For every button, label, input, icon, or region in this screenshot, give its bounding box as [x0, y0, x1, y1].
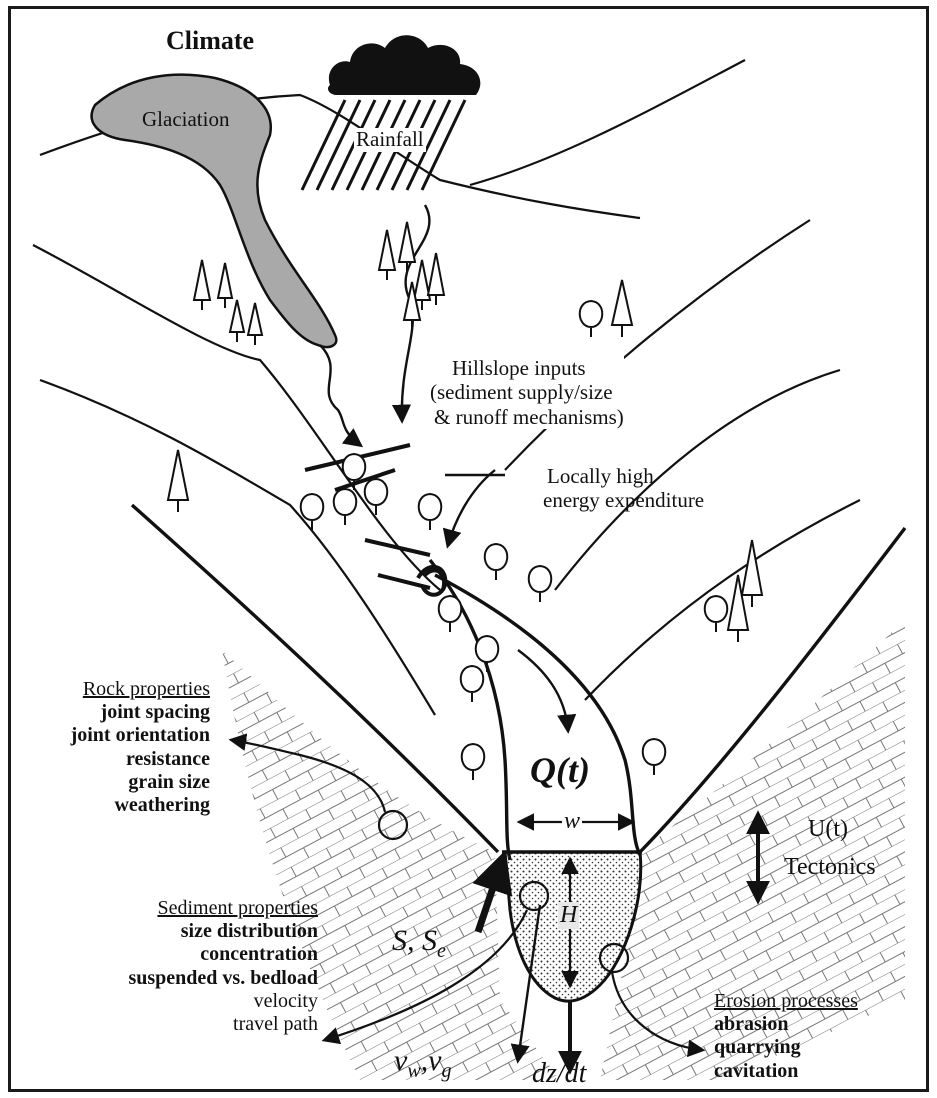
rock-properties: Rock properties joint spacing joint orie…: [14, 678, 210, 817]
velocity-g-sub: g: [442, 1060, 452, 1082]
knickpoint-marks: [305, 445, 445, 595]
hillslope-line-3: & runoff mechanisms): [430, 405, 624, 429]
slope-se-sub: e: [437, 940, 446, 962]
discharge-symbol: Q(t): [530, 750, 590, 790]
depth-symbol: H: [558, 902, 579, 929]
sediment-item: size distribution: [14, 920, 318, 943]
slope-se: S: [422, 924, 437, 957]
sediment-item: travel path: [14, 1013, 318, 1036]
sediment-item: concentration: [14, 943, 318, 966]
erosion-item: abrasion: [714, 1013, 858, 1036]
rock-properties-title: Rock properties: [14, 678, 210, 701]
incision-symbol: dz/dt: [532, 1058, 586, 1089]
velocity-symbol: vw,vg: [394, 1044, 452, 1082]
slope-s: S,: [392, 924, 415, 957]
hillslope-line-1: Hillslope inputs: [430, 356, 624, 380]
hillslope-inputs-label: Hillslope inputs (sediment supply/size &…: [430, 356, 624, 429]
uplift-symbol: U(t): [808, 816, 848, 843]
glaciation-label: Glaciation: [142, 108, 229, 132]
sediment-item: suspended vs. bedload: [14, 967, 318, 990]
energy-line-1: Locally high: [543, 464, 704, 488]
sediment-item: velocity: [14, 990, 318, 1013]
erosion-processes: Erosion processes abrasion quarrying cav…: [714, 990, 858, 1083]
erosion-processes-title: Erosion processes: [714, 990, 858, 1013]
cloud-icon: [328, 35, 480, 95]
climate-title: Climate: [166, 26, 254, 55]
energy-label: Locally high energy expenditure: [543, 464, 704, 513]
velocity-v1: v: [394, 1044, 407, 1077]
rock-item: joint orientation: [14, 724, 210, 747]
rock-item: grain size: [14, 771, 210, 794]
slope-symbol: S, Se: [392, 924, 446, 962]
sediment-properties: Sediment properties size distribution co…: [14, 897, 318, 1036]
velocity-v2: v: [428, 1044, 441, 1077]
energy-line-2: energy expenditure: [543, 488, 704, 512]
rock-item: resistance: [14, 748, 210, 771]
rainfall-label: Rainfall: [354, 128, 426, 152]
width-symbol: w: [562, 808, 582, 835]
rock-item: weathering: [14, 794, 210, 817]
hillslope-line-2: (sediment supply/size: [430, 380, 624, 404]
velocity-w-sub: w: [407, 1060, 420, 1082]
erosion-item: quarrying: [714, 1036, 858, 1059]
erosion-item: cavitation: [714, 1060, 858, 1083]
tectonics-label: Tectonics: [784, 854, 876, 881]
sediment-properties-title: Sediment properties: [14, 897, 318, 920]
rock-item: joint spacing: [14, 701, 210, 724]
